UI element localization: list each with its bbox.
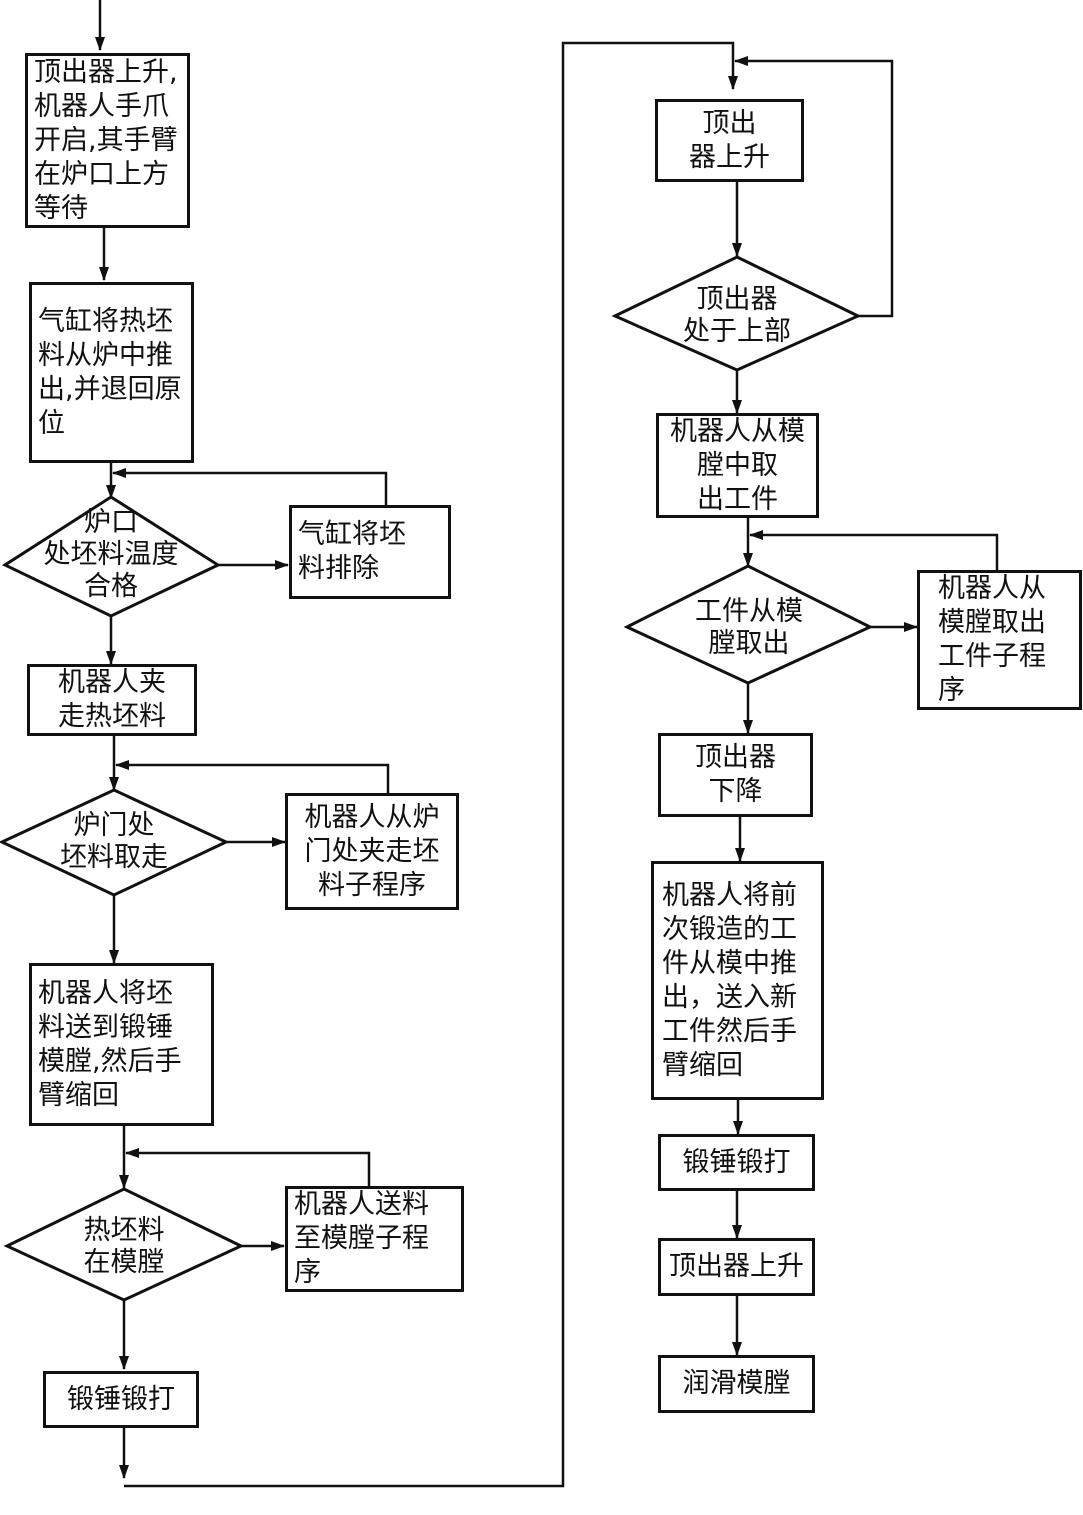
subroutine-robot-take-from-door: 机器人从炉 门处夹走坯 料子程序 — [285, 793, 459, 910]
step-hammer-forging-left: 锻锤锻打 — [43, 1371, 199, 1428]
step-ejector-rise-robot-wait: 顶出器上升, 机器人手爪 开启,其手臂 在炉口上方 等待 — [25, 53, 190, 228]
decision-workpiece-removed-label: 工件从模 膛取出 — [695, 596, 803, 659]
loop-b7-to-d3 — [125, 1148, 371, 1186]
decision-diamond-furnace-temp — [1, 495, 222, 618]
step-ejector-rise-label: 顶出 器上升 — [689, 107, 770, 173]
decision-diamond-workpiece-removed — [623, 564, 874, 685]
loop-r3-to-d5 — [749, 530, 999, 570]
step-robot-push-out-insert-label: 机器人将前 次锻造的工 件从模中推 出，送入新 工件然后手 臂缩回 — [662, 879, 797, 1081]
step-ejector-rise-final-label: 顶出器上升 — [669, 1251, 804, 1282]
subroutine-robot-take-from-door-label: 机器人从炉 门处夹走坯 料子程序 — [304, 801, 440, 901]
decision-billet-in-die-label: 热坯料 在模膛 — [83, 1215, 165, 1278]
step-ejector-rise: 顶出 器上升 — [655, 99, 804, 182]
loop-b3-to-d1 — [112, 468, 388, 505]
subroutine-robot-remove-workpiece-label: 机器人从 模膛取出 工件子程 序 — [938, 573, 1046, 706]
subroutine-robot-feed-die: 机器人送料 至模膛子程 序 — [285, 1186, 464, 1292]
decision-furnace-temp-label: 炉口 处坯料温度 合格 — [43, 507, 179, 602]
step-ejector-rise-robot-wait-label: 顶出器上升, 机器人手爪 开启,其手臂 在炉口上方 等待 — [34, 56, 178, 224]
decision-diamond-furnace-door — [0, 788, 230, 897]
subroutine-robot-remove-workpiece: 机器人从 模膛取出 工件子程 序 — [917, 570, 1082, 710]
step-cylinder-push-billet-label: 气缸将热坯 料从炉中推 出,并退回原 位 — [38, 305, 182, 439]
step-robot-load-die: 机器人将坯 料送到锻锤 模膛,然后手 臂缩回 — [29, 963, 214, 1126]
loop-d4-to-r1 — [734, 56, 894, 318]
step-robot-grab-billet: 机器人夹 走热坯料 — [27, 664, 197, 736]
subroutine-robot-feed-die-label: 机器人送料 至模膛子程 序 — [294, 1189, 429, 1288]
step-robot-remove-workpiece-label: 机器人从模 膛中取 出工件 — [670, 415, 805, 515]
step-robot-load-die-label: 机器人将坯 料送到锻锤 模膛,然后手 臂缩回 — [38, 977, 182, 1111]
step-lubricate-die: 润滑模膛 — [658, 1355, 815, 1413]
step-robot-remove-workpiece: 机器人从模 膛中取 出工件 — [656, 413, 819, 518]
decision-ejector-up-label: 顶出器 处于上部 — [683, 284, 791, 347]
step-robot-push-out-insert: 机器人将前 次锻造的工 件从模中推 出，送入新 工件然后手 臂缩回 — [651, 861, 824, 1100]
step-ejector-lower-label: 顶出器 下降 — [695, 742, 776, 807]
decision-diamond-ejector-up — [611, 255, 862, 372]
step-hammer-forging-right: 锻锤锻打 — [658, 1134, 815, 1191]
loop-b5-to-d2 — [115, 760, 390, 793]
step-hammer-forging-left-label: 锻锤锻打 — [67, 1383, 175, 1415]
step-cylinder-reject-billet-label: 气缸将坯 料排除 — [298, 519, 406, 584]
connector-left-to-right — [124, 41, 738, 1488]
step-cylinder-reject-billet: 气缸将坯 料排除 — [289, 505, 451, 599]
step-robot-grab-billet-label: 机器人夹 走热坯料 — [58, 667, 166, 732]
step-ejector-rise-final: 顶出器上升 — [658, 1238, 815, 1296]
step-cylinder-push-billet: 气缸将热坯 料从炉中推 出,并退回原 位 — [29, 282, 194, 463]
step-hammer-forging-right-label: 锻锤锻打 — [682, 1146, 791, 1178]
decision-furnace-door-label: 炉门处 坯料取走 — [60, 810, 168, 873]
step-ejector-lower: 顶出器 下降 — [658, 733, 813, 817]
decision-diamond-billet-in-die — [3, 1187, 245, 1302]
step-lubricate-die-label: 润滑模膛 — [682, 1368, 791, 1399]
